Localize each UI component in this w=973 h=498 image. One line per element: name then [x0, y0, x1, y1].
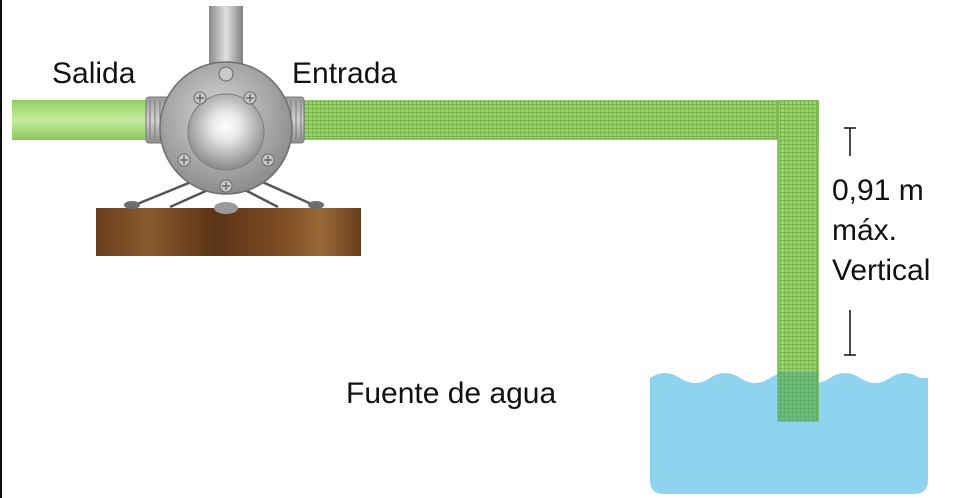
vertical-dimension-marker [844, 127, 856, 356]
outlet-label: Salida [52, 57, 136, 90]
inlet-label: Entrada [292, 57, 397, 90]
max-vertical-value: 0,91 m [832, 174, 924, 207]
diaphragm-pump-icon [159, 61, 293, 195]
wooden-base [96, 208, 361, 256]
suction-hose [299, 100, 819, 422]
max-vertical-qualifier: máx. [832, 214, 897, 247]
frame-left-edge [0, 0, 2, 498]
water-tank [650, 373, 928, 494]
pump-stand [129, 178, 319, 209]
water-source-label: Fuente de agua [346, 377, 556, 410]
discharge-hose [12, 100, 154, 140]
max-vertical-direction: Vertical [832, 254, 930, 287]
